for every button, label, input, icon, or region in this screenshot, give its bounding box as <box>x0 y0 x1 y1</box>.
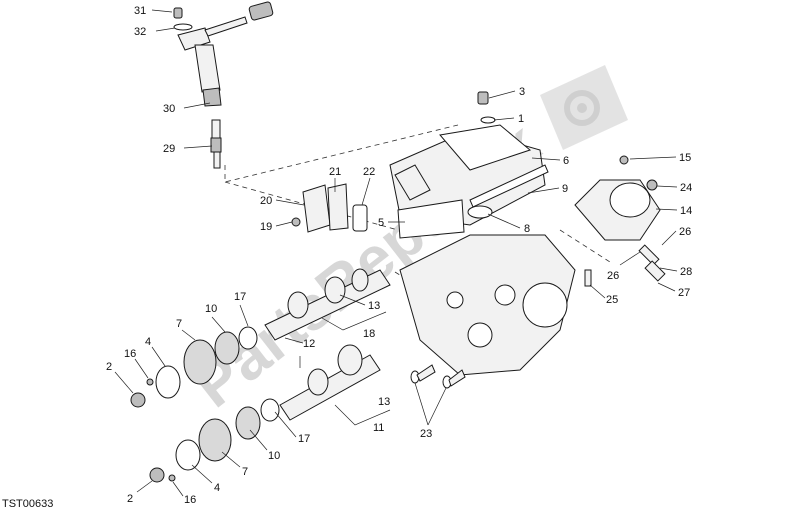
cylinder-head <box>399 234 576 376</box>
callout-22: 22 <box>363 166 375 178</box>
callout-16: 16 <box>124 348 136 360</box>
callout-12: 12 <box>303 338 315 350</box>
callout-20: 20 <box>260 195 272 207</box>
callout-6: 6 <box>563 155 569 167</box>
callout-16: 16 <box>184 494 196 506</box>
callout-17: 17 <box>298 433 310 445</box>
dashed-reference-line <box>224 181 399 231</box>
ignition-coil-assembly <box>173 1 274 169</box>
callout-2: 2 <box>106 361 112 373</box>
watermark: PartsRepublik <box>181 65 628 421</box>
camshaft-lower <box>279 344 381 421</box>
gear-set-lower <box>149 398 280 483</box>
callout-26: 26 <box>679 226 691 238</box>
callout-28: 28 <box>680 266 692 278</box>
intake-manifold <box>574 155 666 287</box>
valve-cover <box>389 91 549 226</box>
callout-14: 14 <box>680 205 692 217</box>
drawing-code: TST00633 <box>2 498 53 510</box>
callout-31: 31 <box>134 5 146 17</box>
callout-24: 24 <box>680 182 692 194</box>
callout-13: 13 <box>368 300 380 312</box>
callout-19: 19 <box>260 221 272 233</box>
callout-4: 4 <box>145 336 151 348</box>
callout-10: 10 <box>268 450 280 462</box>
callout-25: 25 <box>606 294 618 306</box>
callout-27: 27 <box>678 287 690 299</box>
callout-30: 30 <box>163 103 175 115</box>
callout-18: 18 <box>363 328 375 340</box>
callout-4: 4 <box>214 482 220 494</box>
leader-lines <box>114 9 678 497</box>
callout-29: 29 <box>163 143 175 155</box>
gear-flag-icon <box>540 65 628 150</box>
callout-11: 11 <box>373 422 384 434</box>
callout-32: 32 <box>134 26 146 38</box>
callout-9: 9 <box>562 183 568 195</box>
callout-labels: 31 32 30 29 3 1 6 9 8 15 24 14 26 28 27 … <box>106 5 692 506</box>
camshaft-upper <box>264 268 391 341</box>
bracket-line <box>334 404 391 426</box>
callout-13: 13 <box>378 396 390 408</box>
callout-26: 26 <box>607 270 619 282</box>
bracket-line <box>321 311 387 331</box>
callout-10: 10 <box>205 303 217 315</box>
callout-7: 7 <box>176 318 182 330</box>
callout-8: 8 <box>524 223 530 235</box>
callout-21: 21 <box>329 166 341 178</box>
bolt-pair <box>410 364 466 389</box>
callout-7: 7 <box>242 466 248 478</box>
callout-3: 3 <box>519 86 525 98</box>
tensioner-bracket <box>291 183 465 239</box>
callout-23: 23 <box>420 428 432 440</box>
callout-15: 15 <box>679 152 691 164</box>
callout-1: 1 <box>518 113 524 125</box>
callout-2: 2 <box>127 493 133 505</box>
gear-set-upper <box>130 326 258 408</box>
callout-5: 5 <box>378 217 384 229</box>
callout-17: 17 <box>234 291 246 303</box>
dashed-reference-line <box>559 229 611 263</box>
